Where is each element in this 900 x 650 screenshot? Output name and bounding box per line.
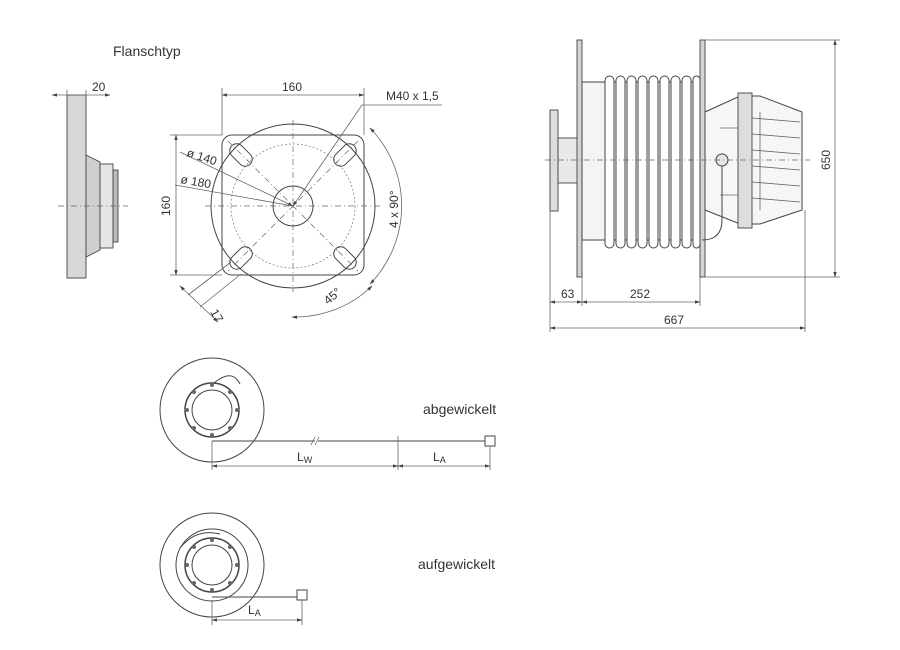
hose-nozzle bbox=[484, 435, 496, 447]
la-label: LA bbox=[433, 450, 446, 465]
bolt-hole bbox=[333, 143, 357, 167]
hub-bolts bbox=[185, 538, 239, 592]
mounting-flange bbox=[549, 109, 559, 212]
slot-label: 17 bbox=[207, 307, 226, 326]
dimension-slot bbox=[179, 285, 219, 323]
right-reel-disc bbox=[699, 39, 706, 278]
la-label: LA bbox=[248, 603, 261, 618]
flange-length-label: 63 bbox=[561, 287, 575, 301]
unwound-label: abgewickelt bbox=[423, 401, 496, 417]
dimension-thickness-label: 20 bbox=[92, 80, 106, 94]
unwound-view: LW LA abgewickelt bbox=[159, 357, 496, 470]
holes-label: 4 x 90° bbox=[387, 190, 401, 228]
reel-side-view: 650 63 252 667 bbox=[545, 39, 840, 332]
wound-label: aufgewickelt bbox=[418, 556, 495, 572]
inlet-pipe bbox=[701, 166, 723, 241]
lw-label: LW bbox=[297, 450, 313, 465]
hose-guide bbox=[213, 375, 241, 385]
hose-guide bbox=[179, 532, 221, 549]
diameter-180-label: ø 180 bbox=[179, 172, 212, 191]
dimension-arc-angle bbox=[291, 285, 373, 319]
total-length-label: 667 bbox=[664, 313, 684, 327]
flange-type-title: Flanschtyp bbox=[113, 43, 181, 59]
flange-front-view: ø 140 ø 180 M40 x 1,5 160 160 4 x 90° 45… bbox=[159, 80, 442, 325]
housing-flange bbox=[737, 92, 753, 229]
angle-label: 45° bbox=[321, 285, 344, 308]
drum-length-label: 252 bbox=[630, 287, 650, 301]
diameter-140-label: ø 140 bbox=[185, 146, 219, 169]
reel-height-label: 650 bbox=[819, 150, 833, 170]
hub-inner bbox=[191, 389, 233, 431]
flange-side-view: 20 bbox=[51, 80, 128, 279]
hub-bolts bbox=[185, 383, 239, 437]
dimension-width-label: 160 bbox=[282, 80, 302, 94]
wound-view: LA aufgewickelt bbox=[159, 512, 495, 625]
flange-plate-side bbox=[66, 94, 87, 279]
hub-inner bbox=[191, 544, 233, 586]
housing-fins bbox=[720, 112, 801, 210]
mounting-shaft bbox=[557, 137, 579, 184]
thread-label: M40 x 1,5 bbox=[386, 89, 439, 103]
hose-coils bbox=[604, 75, 701, 249]
hose-nozzle bbox=[296, 589, 308, 601]
dimension-arc-holes bbox=[369, 127, 403, 285]
left-reel-disc bbox=[576, 39, 583, 278]
dimension-height-label: 160 bbox=[159, 196, 173, 216]
bolt-hole bbox=[229, 143, 253, 167]
